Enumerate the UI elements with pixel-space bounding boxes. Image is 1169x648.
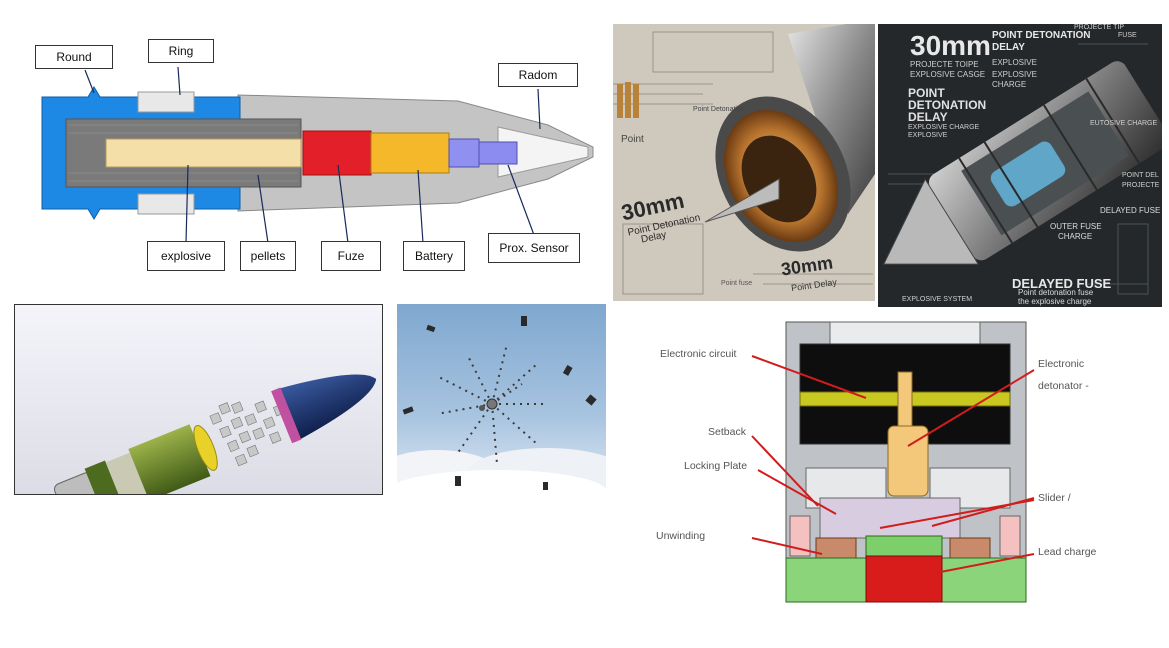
art-right-big-30mm: 30mm (910, 30, 991, 61)
art-right-delayed-fuse-big: DELAYED FUSE (1012, 276, 1112, 291)
sky-burst (397, 304, 606, 492)
art-right-pd-big2: DETONATION (908, 98, 987, 112)
label-explosive: explosive (147, 241, 225, 271)
battery-block (370, 132, 450, 174)
ann-unwinding: Unwinding (656, 530, 706, 542)
art-right-projectile-tip: PROJECTE TIP (1074, 24, 1125, 31)
burst-drawing (397, 304, 606, 492)
ann-electronic-detonator: Electronic (1038, 358, 1085, 370)
art-right-explosive-system: EXPLOSIVE SYSTEM (902, 296, 973, 303)
art-right-point-del2: PROJECTE (1122, 182, 1160, 189)
art-right-projectile-type: PROJECTE TOIPE (910, 60, 979, 69)
cylinder-body (788, 24, 875, 214)
sensor-block-b (478, 141, 518, 165)
ann-electronic-circuit: Electronic circuit (660, 348, 737, 360)
art-right-explosive-charge-r: EXPLOSIVE (992, 70, 1037, 79)
detonator-body (887, 425, 929, 497)
art-right-explosive-case: EXPLOSIVE CASGE (910, 70, 986, 79)
art-right-fuse-tag: FUSE (1118, 32, 1137, 39)
tip-cone (704, 178, 780, 223)
explosive-core (105, 138, 302, 168)
art-right-drawing (878, 24, 1162, 307)
cutaway-diagram: Round Ring Radom explosive pellets Fuze … (28, 35, 608, 275)
art-left-point: Point (621, 134, 644, 145)
label-battery: Battery (403, 241, 465, 271)
art-left-fuse-small: Point fuse (721, 280, 753, 287)
sensor-block-a (448, 138, 480, 168)
label-pellets: pellets (240, 241, 296, 271)
ann-lead-charge: Lead charge (1038, 546, 1097, 558)
fragments (402, 316, 597, 490)
art-30mm-left: 30mm Point Detonation Delay Point Point … (613, 24, 875, 301)
art-left-pd-small: Point Detonation (693, 106, 745, 113)
art-right-pd-fuse: Point detonation fuse (1018, 288, 1094, 297)
art-right-exp-charge: EXPLOSIVE CHARGE (908, 124, 980, 131)
fuze-section: Electronic circuit Electronic detonator … (640, 318, 1120, 610)
ann-slider: Slider / (1038, 492, 1071, 504)
pellets-texture (68, 124, 298, 182)
art-left-drawing (613, 24, 875, 301)
label-round: Round (35, 45, 113, 69)
pellet-cloud (209, 400, 286, 467)
art-right-eutosive: EUTOSIVE CHARGE (1090, 120, 1158, 127)
ring-top (137, 91, 195, 113)
bullet-row (617, 82, 639, 118)
leader-lines (84, 66, 541, 244)
cutaway-drawing (41, 66, 594, 244)
render-3d (14, 304, 383, 495)
ann-locking-plate: Locking Plate (684, 460, 748, 472)
art-right-pd-delay-head2: DELAY (992, 42, 1025, 53)
fragment-trails (436, 343, 547, 465)
label-ring: Ring (148, 39, 214, 63)
label-fuze: Fuze (321, 241, 381, 271)
blueprint-lines (613, 31, 873, 295)
art-right-delayed-fuse-r: DELAYED FUSE (1100, 206, 1161, 215)
render-drawing (15, 305, 382, 494)
art-right-outer-fuse: OUTER FUSE (1050, 222, 1102, 231)
art-right-charge-r: CHARGE (992, 80, 1027, 89)
schematic-lines (888, 43, 1149, 295)
fuze-block (302, 130, 372, 176)
art-right-pd-big3: DELAY (908, 110, 948, 124)
lead-charge-block (865, 555, 943, 603)
fuze-arrows (751, 355, 1035, 575)
art-right-outer-fuse2: CHARGE (1058, 232, 1093, 241)
art-right-explosive-r: EXPLOSIVE (992, 58, 1037, 67)
art-right-pd-big: POINT (908, 86, 945, 100)
ann-setback: Setback (708, 426, 746, 438)
ann-detonator-2: detonator - (1038, 380, 1089, 392)
art-right-pd-delay-head: POINT DETONATION (992, 30, 1091, 41)
fuze-section-drawing (751, 321, 1035, 603)
label-prox-sensor: Prox. Sensor (488, 233, 580, 263)
shell-body (883, 61, 1162, 265)
label-radom: Radom (498, 63, 578, 87)
art-right-point-del: POINT DEL (1122, 172, 1159, 179)
nose-cone (274, 374, 377, 442)
ring-bottom (137, 193, 195, 215)
art-right-explosive: EXPLOSIVE (908, 132, 948, 139)
art-30mm-right: 30mm POINT DETONATION DELAY PROJECTE TIP… (878, 24, 1162, 307)
art-right-the-charge: the explosive charge (1018, 297, 1092, 306)
